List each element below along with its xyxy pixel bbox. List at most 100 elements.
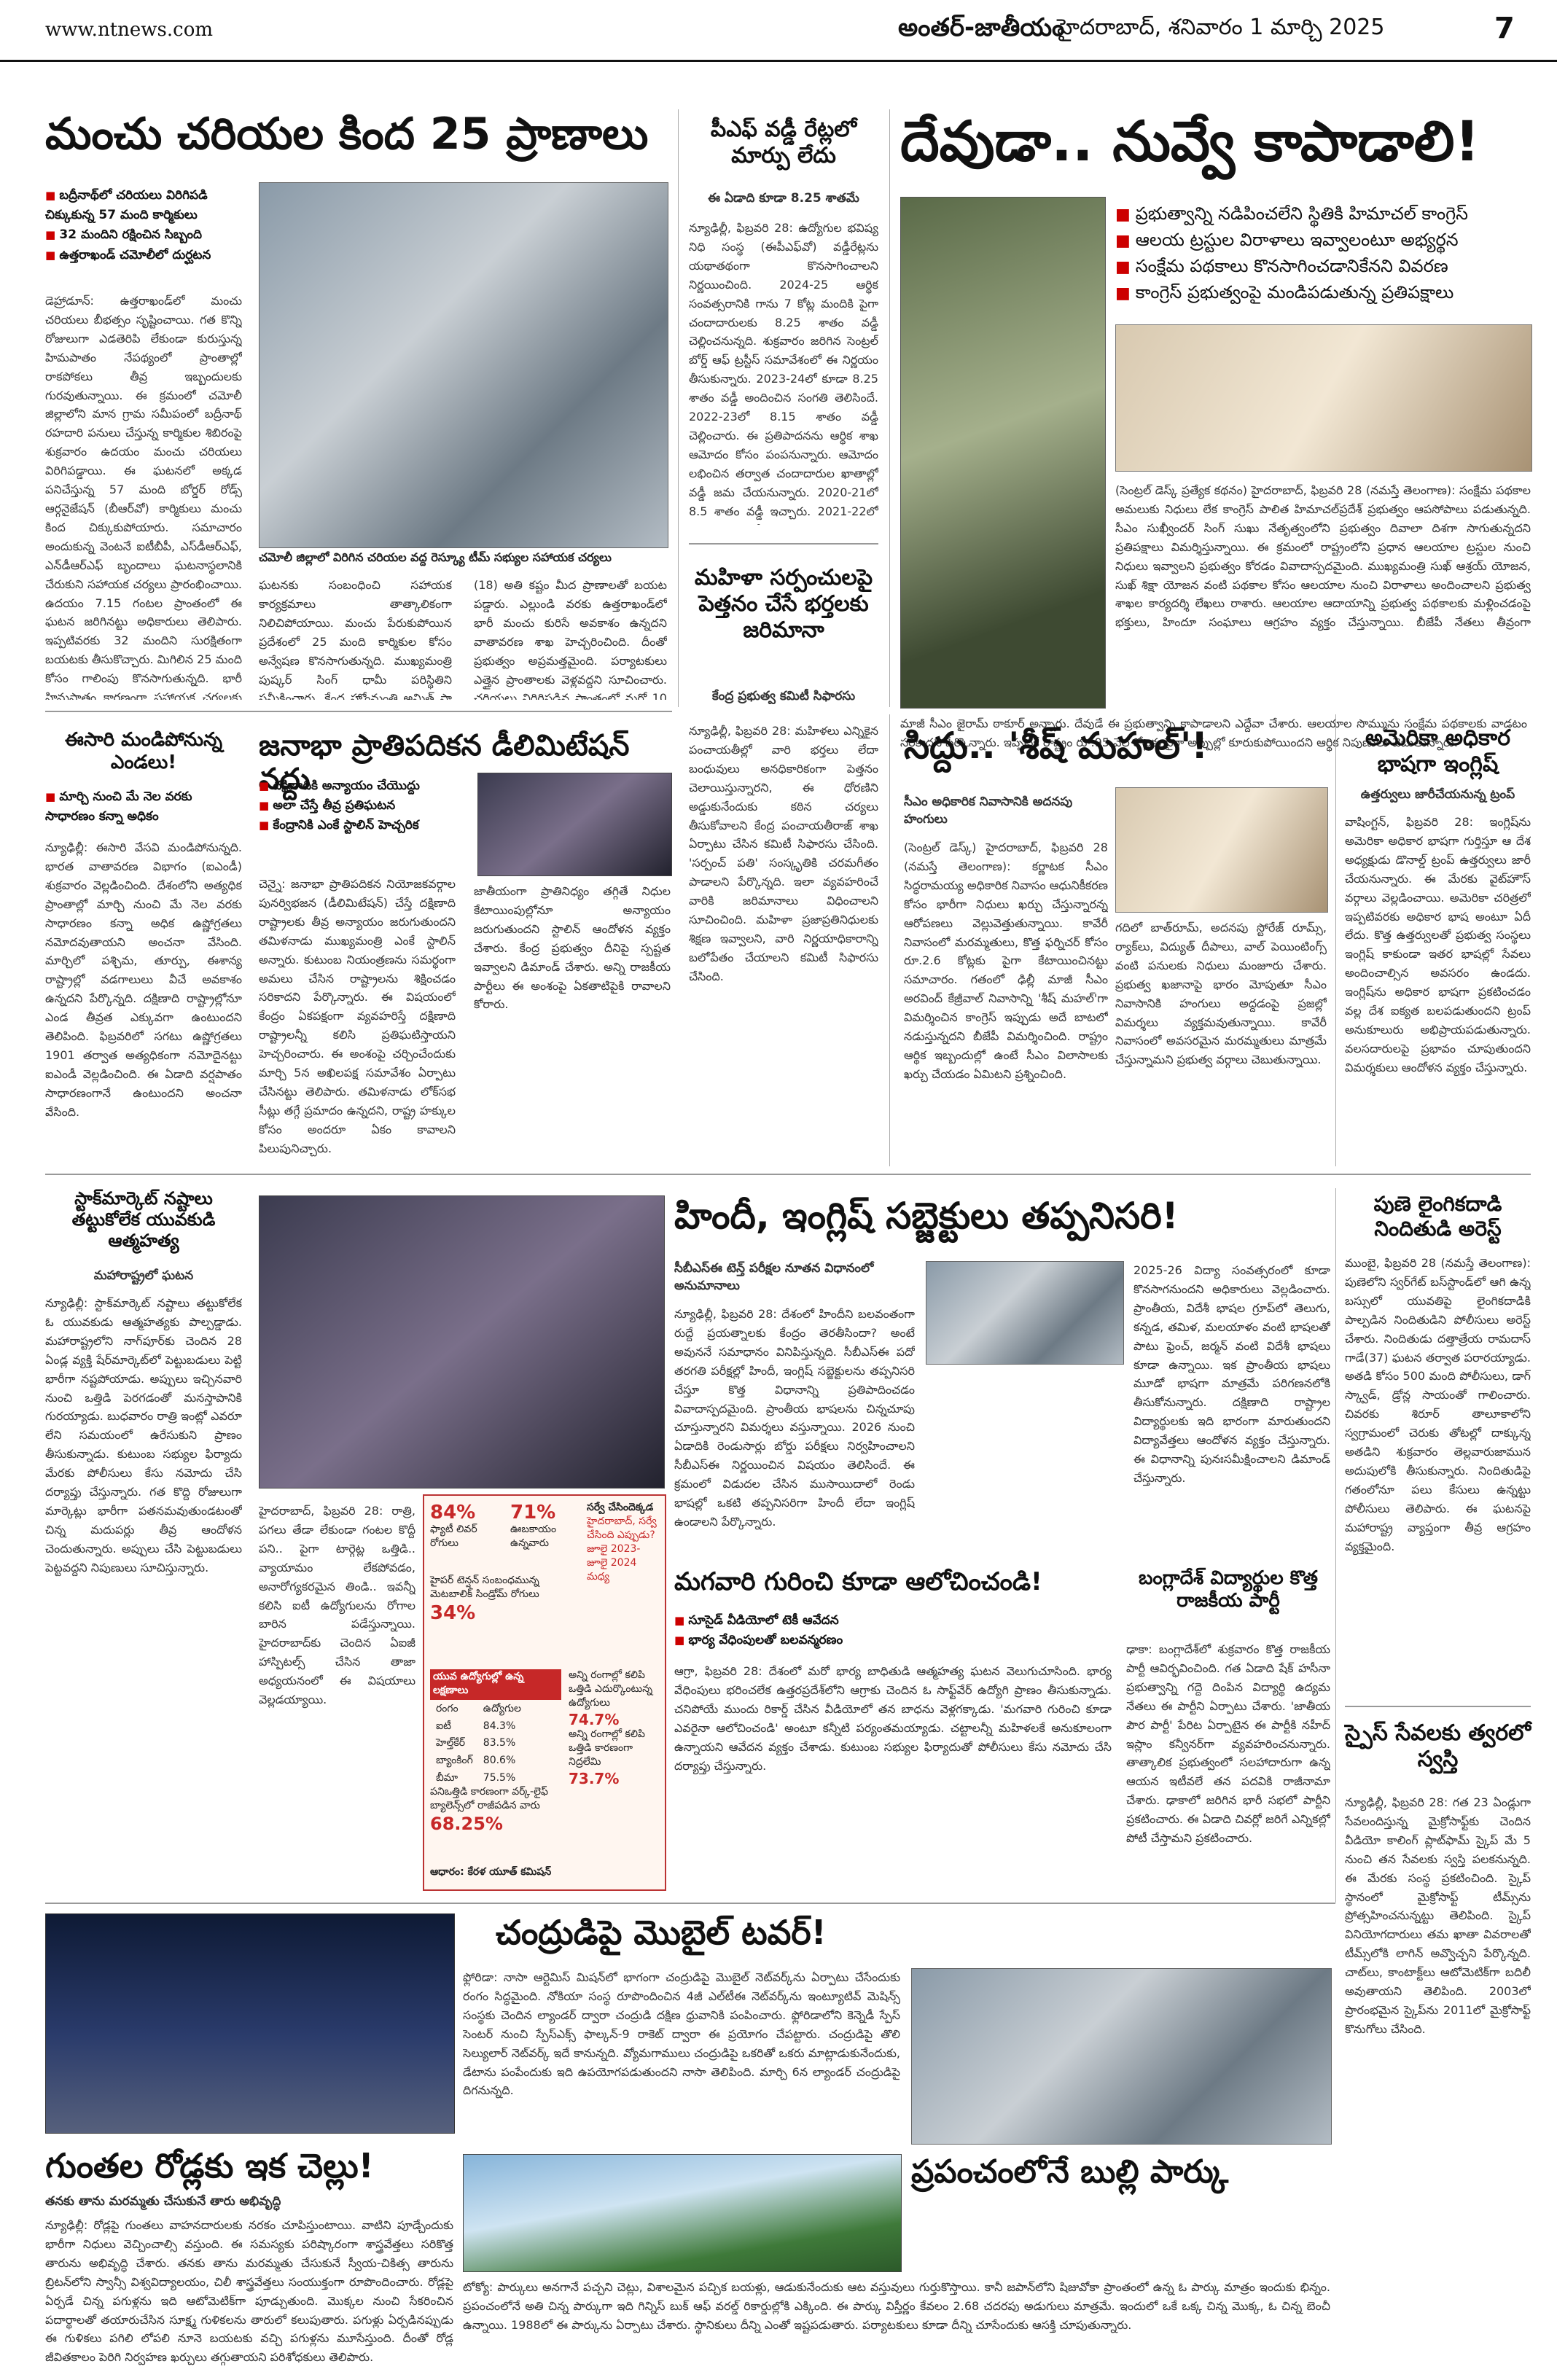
sheeshmahal-body: (సెంట్రల్‌ డెస్క్‌) హైదరాబాద్‌, ఫిబ్రవరి… [904,840,1108,1081]
park-body: టోక్యో: పార్కులు అనగానే పచ్చని చెట్లు, వ… [463,2280,1330,2332]
delimitation-bullets: దక్షిణాదికి అన్యాయం చేయొద్దు అలా చేస్తే … [259,776,470,836]
pf-kicker: ఈ ఏడాది కూడా 8.25 శాతమే [708,191,859,206]
heat-bullets: మార్చి నుంచి మే నెల వరకు సాధారణం కన్నా అ… [45,787,242,827]
pf-body: న్యూఢిల్లీ, ఫిబ్రవరి 28: ఉద్యోగుల భవిష్య… [689,221,878,525]
table-cell: బీమా [436,1771,458,1784]
heat-headline: ఈసారి మండిపోనున్న ఎండలు! [65,729,222,774]
himachal-body: (సెంట్రల్‌ డెస్క్‌ ప్రత్యేక కథనం) హైదరాబ… [1115,483,1531,630]
himachal-headline: దేవుడా.. నువ్వే కాపాడాలి! [900,109,1480,173]
table-row: రంగం ఉద్యోగుల [432,1701,526,1717]
himachal-photo [900,197,1106,709]
sheeshmahal-kicker: సీఎం అధికారిక నివాసానికి అదనపు హంగులు [904,795,1073,827]
himachal-body-2: మాజీ సీఎం జైరామ్‌ ఠాకూర్‌ అన్నారు. దేవుడ… [900,717,1527,749]
stat-value: 74.7% [569,1711,620,1728]
divider [1345,1706,1531,1707]
women-kicker: కేంద్ర ప్రభుత్వ కమిటీ సిఫారసు [711,689,856,703]
hindi-body: న్యూఢిల్లీ, ఫిబ్రవరి 28: దేశంలో హిందీని … [674,1307,915,1529]
sheeshmahal-body-2: గదిలో బాత్‌రూమ్‌, అదనపు స్టోరేజ్‌ రూమ్స్… [1115,921,1327,1067]
table-cell: 84.3% [483,1720,516,1732]
bullet-item: ప్రభుత్వాన్ని నడిపించలేని స్థితికి హిమాచ… [1115,200,1531,227]
women-body: న్యూఢిల్లీ, ఫిబ్రవరి 28: మహిళలు ఎన్నికైన… [689,724,878,983]
stat-label: ఫ్యాటీ లివర్‌ రోగులు [430,1523,477,1549]
husband-body: ఆగ్రా, ఫిబ్రవరి 28: దేశంలో మరో భార్య బాధ… [674,1664,1112,1773]
moon-photo [45,1913,455,2134]
pune-headline: పుణె లైంగికదాడి నిందితుడి అరెస్ట్‌ [1373,1192,1502,1241]
table-cell: 75.5% [483,1771,516,1784]
stat-hypertension: హైపర్‌ టెన్షన్‌ సంబంధమున్న మెటబాలిక్‌ సి… [430,1575,583,1624]
english-body: వాషింగ్టన్‌, ఫిబ్రవరి 28: ఇంగ్లిష్‌ను అమ… [1345,815,1531,1074]
avalanche-headline: మంచు చరియల కింద 25 ప్రాణాలు [45,109,649,160]
moon-headline: చంద్రుడిపై మొబైల్‌ టవర్‌! [496,1913,827,1952]
roads-kicker: తనకు తాను మరమ్మతు చేసుకునే తారు అభివృద్ధ… [45,2194,281,2209]
stat-value: 34% [430,1602,476,1624]
survey-info: సర్వే చేసిందెక్కడ హైదరాబాద్‌, సర్వే చేసి… [587,1502,660,1585]
column-rule [889,714,890,1166]
column-rule [889,109,890,707]
table-row: బీమా 75.5% [432,1771,526,1787]
avalanche-body: డెహ్రాడూన్‌: ఉత్తరాఖండ్‌లో మంచు చరియలు బ… [45,294,242,700]
delimitation-body: చెన్నై: జనాభా ప్రాతిపదికన నియోజకవర్గాల ప… [259,877,456,1155]
hindi-photo [259,1195,665,1489]
table-row: ఐటీ84.3% [432,1719,526,1735]
english-headline: అమెరికా అధికార భాషగా ఇంగ్లిష్‌ [1365,725,1510,777]
infobox-source: ఆధారం: కేరళ యూత్‌ కమిషన్‌ [430,1866,552,1878]
stock-kicker: మహారాష్ట్రలో ఘటన [93,1268,194,1283]
divider [45,1174,1531,1175]
column-rule [1335,714,1336,1166]
survey-sub: హైదరాబాద్‌, సర్వే చేసింది ఎప్పుడు? జూలై … [587,1515,657,1583]
stat-value: 84% [430,1502,476,1523]
column-rule [678,109,679,707]
stock-body: న్యూఢిల్లీ: స్టాక్‌మార్కెట్‌ నష్టాలు తట్… [45,1296,242,1575]
bullet-item: సూసైడ్‌ వీడియోలో టెకీ ఆవేదన [674,1611,915,1631]
divider [689,543,878,545]
divider [45,1903,1335,1904]
women-headline: మహిళా సర్పంచులపై పెత్తనం చేసే భర్తలకు జర… [694,565,873,643]
table-row: హెల్త్‌కేర్‌83.5% [432,1736,526,1752]
moon-body: ఫ్లోరిడా: నాసా ఆర్టెమిస్‌ మిషన్‌లో భాగంగ… [463,1970,900,2098]
page-header: www.ntnews.com అంతర్‌-జాతీయం హైదరాబాద్‌,… [0,0,1557,62]
table-row: బ్యాంకింగ్‌80.6% [432,1753,526,1769]
table-cell: హెల్త్‌కేర్‌ [436,1737,465,1749]
himachal-bullets: ప్రభుత్వాన్ని నడిపించలేని స్థితికి హిమాచ… [1115,200,1531,305]
delimitation-body-2: జాతీయంగా ప్రాతినిధ్యం తగ్గితే నిధుల కేటా… [474,884,671,1012]
himachal-temple-photo [1115,324,1532,472]
stat-label: అన్ని రంగాల్లో కలిపి ఒత్తిడి ఎదుర్కొంటున… [569,1669,653,1709]
english-kicker: ఉత్తర్వులు జారీచేయనున్న ట్రంప్‌ [1360,787,1515,802]
stock-headline: స్టాక్‌మార్కెట్‌ నష్టాలు తట్టుకోలేక యువక… [71,1188,216,1251]
stat-value: 73.7% [569,1770,620,1787]
hindi-headline: హిందీ, ఇంగ్లిష్‌ సబ్జెక్టులు తప్పనిసరి! [674,1195,1179,1237]
sheeshmahal-headline: సిద్దు.. 'శీష్‌ మహల్‌'! [904,725,1209,767]
section-title: అంతర్‌-జాతీయం [898,13,1065,42]
roads-body: న్యూఢిల్లీ: రోడ్లపై గుంతలు వాహనదారులకు న… [45,2218,453,2365]
stat-label: ఊబకాయం ఉన్నవారు [510,1523,557,1549]
survey-title: సర్వే చేసిందెక్కడ [587,1502,654,1513]
table-cell: ఉద్యోగుల [483,1703,521,1714]
site-url[interactable]: www.ntnews.com [45,19,214,41]
delimitation-headline: జనాభా ప్రాతిపదికన డీలిమిటేషన్‌ వద్దు [259,729,630,796]
husband-headline: మగవారి గురించి కూడా ఆలోచించండి! [674,1567,1042,1596]
stat-obesity: 71% ఊబకాయం ఉన్నవారు [510,1502,583,1551]
bullet-item: అలా చేస్తే తీవ్ర ప్రతిఘటన [259,796,470,816]
bullet-item: దక్షిణాదికి అన్యాయం చేయొద్దు [259,776,470,796]
stat-label: హైపర్‌ టెన్షన్‌ సంబంధమున్న మెటబాలిక్‌ సి… [430,1575,539,1600]
sheeshmahal-photo [1115,787,1328,913]
stat-label: పనిఒత్తిడి కారణంగా వర్క్‌-లైఫ్‌ బ్యాలెన్… [430,1786,548,1811]
side-stats: అన్ని రంగాల్లో కలిపి ఒత్తిడి ఎదుర్కొంటున… [569,1669,660,1787]
bullet-item: ఆలయ ట్రస్టుల విరాళాలు ఇవ్వాలంటూ అభ్యర్థన [1115,227,1531,253]
bullet-item: కేంద్రానికి ఎంకే స్టాలిన్‌ హెచ్చరిక [259,816,470,835]
stat-label: అన్ని రంగాల్లో కలిపి ఒత్తిడి కారణంగా నిద… [569,1728,645,1768]
avalanche-photo-caption: చమోలీ జిల్లాలో విరిగిన చరియల వద్ద రెస్క్… [259,550,612,564]
bullet-item: బద్రీనాథ్‌లో చరియలు విరిగిపడి చిక్కుకున్… [45,186,242,225]
kerala-body: హైదరాబాద్‌, ఫిబ్రవరి 28: రాత్రి, పగలు తే… [259,1504,415,1707]
hindi-photo-2 [926,1261,1124,1365]
avalanche-bullets: బద్రీనాథ్‌లో చరియలు విరిగిపడి చిక్కుకున్… [45,186,242,265]
bullet-item: మార్చి నుంచి మే నెల వరకు సాధారణం కన్నా అ… [45,787,242,827]
bangladesh-body: ఢాకా: బంగ్లాదేశ్‌లో శుక్రవారం కొత్త రాజక… [1126,1642,1330,1846]
table-cell: రంగం [436,1703,458,1714]
dateline: హైదరాబాద్‌, శనివారం 1 మార్చి 2025 [1057,15,1385,40]
table-title: యువ ఉద్యోగుల్లో ఉన్న లక్షణాలు [430,1669,561,1700]
roads-headline: గుంతల రోడ్లకు ఇక చెల్లు! [45,2146,374,2185]
stat-value: 71% [510,1502,556,1523]
bullet-item: సంక్షేమ పథకాలు కొనసాగించడానికేనని వివరణ [1115,253,1531,279]
moon-photo-2 [911,1968,1332,2145]
